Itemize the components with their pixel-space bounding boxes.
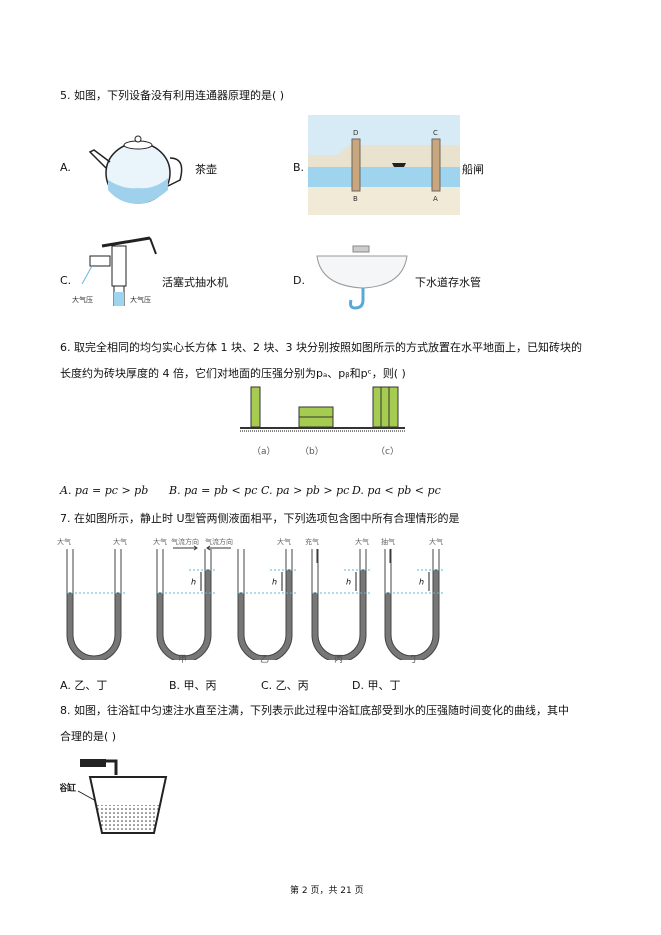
q7-option-b: B. 甲、丙	[169, 679, 217, 692]
u-tube: h	[237, 549, 298, 660]
u-tube: h	[156, 549, 217, 660]
teapot-image	[88, 135, 183, 204]
bricks-figure	[240, 386, 405, 432]
label-b: B	[353, 195, 358, 203]
label-c: C	[433, 129, 438, 137]
label-d: D	[353, 129, 358, 137]
u-tube: h	[384, 549, 445, 660]
q6-option-c: C. pa > pb > pc	[261, 484, 350, 497]
q6-option-a: A. pa = pc > pb	[60, 484, 149, 497]
tube-top-label: 气流方向	[171, 537, 199, 546]
q5-option-a-label: 茶壶	[195, 163, 217, 176]
bathtub-figure: 浴缸	[60, 759, 168, 834]
fig-label-c: （c）	[376, 447, 399, 457]
q7-option-c: C. 乙、丙	[261, 679, 309, 692]
airflow-right-arrow-icon	[173, 545, 198, 551]
tube-top-label: 大气	[277, 537, 291, 546]
q6-stem-line1: 6. 取完全相同的均匀实心长方体 1 块、2 块、3 块分别按照如图所示的方式放…	[60, 341, 582, 354]
q7-option-d: D. 甲、丁	[352, 679, 401, 692]
page-footer: 第 2 页，共 21 页	[290, 886, 364, 896]
u-tube	[66, 549, 127, 660]
piston-pump-image: 大气压 大气压	[72, 236, 157, 306]
q5-option-b-letter: B.	[293, 161, 305, 174]
label-a: A	[433, 195, 438, 203]
q5-option-d-label: 下水道存水管	[415, 276, 481, 289]
airflow-left-arrow-icon	[206, 545, 231, 551]
fig-label-ding: 丁	[410, 655, 420, 665]
bathtub-label: 浴缸	[60, 782, 76, 794]
sink-drain-image	[316, 245, 408, 310]
tube-top-label: 大气	[153, 537, 167, 546]
q6-stem-line2: 长度约为砖块厚度的 4 倍，它们对地面的压强分别为pₐ、pᵦ和pᶜ，则( )	[60, 367, 406, 380]
q6-option-d: D. pa < pb < pc	[352, 484, 441, 497]
fig-label-bing: 丙	[334, 655, 344, 665]
air-pressure-label-left: 大气压	[72, 295, 93, 304]
h-label: h	[191, 578, 196, 587]
air-pressure-label-right: 大气压	[130, 295, 151, 304]
q5-option-c-letter: C.	[60, 274, 72, 287]
h-label: h	[346, 578, 351, 587]
tube-top-label: 大气	[113, 537, 127, 546]
tube-top-label: 抽气	[381, 537, 395, 546]
fig-label-yi: 乙	[260, 655, 270, 665]
q5-option-a-letter: A.	[60, 161, 71, 174]
q5-stem: 5. 如图，下列设备没有利用连通器原理的是( )	[60, 89, 285, 102]
q5-option-c-label: 活塞式抽水机	[162, 276, 228, 289]
h-label: h	[419, 578, 424, 587]
tube-top-label: 大气	[57, 537, 71, 546]
q6-option-b: B. pa = pb < pc	[169, 484, 258, 497]
q7-stem: 7. 在如图所示，静止时 U型管两侧液面相平，下列选项包含图中所有合理情形的是	[60, 512, 460, 525]
h-label: h	[272, 578, 277, 587]
fig-label-b: （b）	[300, 447, 324, 457]
tube-top-label: 大气	[355, 537, 369, 546]
q5-option-b-label: 船闸	[462, 163, 484, 176]
tube-top-label: 大气	[429, 537, 443, 546]
fig-label-a: （a）	[252, 447, 276, 457]
q7-option-a: A. 乙、丁	[60, 679, 108, 692]
q8-stem-line1: 8. 如图，往浴缸中匀速注水直至注满，下列表示此过程中浴缸底部受到水的压强随时间…	[60, 704, 569, 717]
ship-lock-image: D C B A	[308, 115, 460, 215]
u-tube: h	[311, 549, 372, 660]
fig-label-jia: 甲	[178, 655, 188, 665]
q8-stem-line2: 合理的是( )	[60, 730, 117, 743]
q5-option-d-letter: D.	[293, 274, 305, 287]
tube-top-label: 气流方向	[205, 537, 233, 546]
tube-top-label: 充气	[305, 537, 319, 546]
